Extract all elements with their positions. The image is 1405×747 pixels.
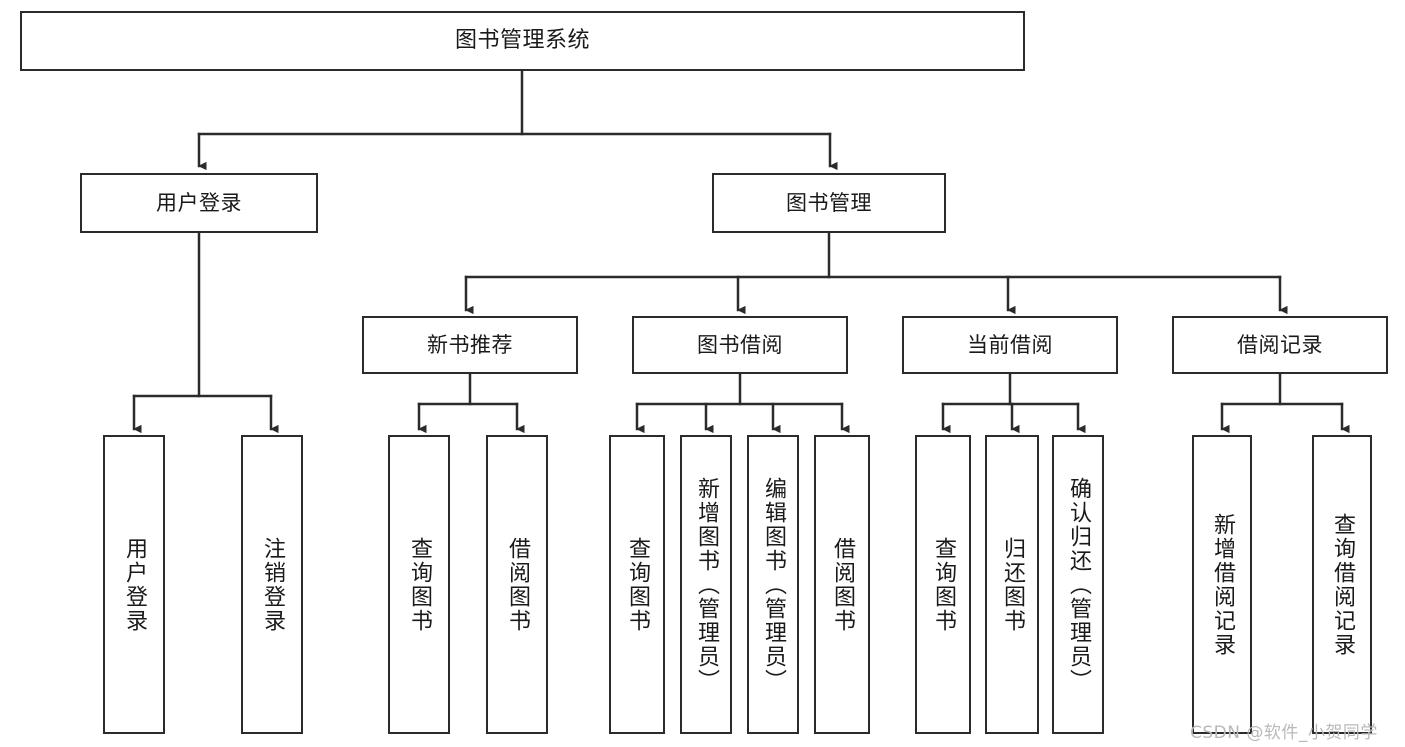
- node-user-login[interactable]: 用户登录: [80, 173, 318, 233]
- node-root[interactable]: 图书管理系统: [20, 11, 1025, 71]
- node-book-management-label: 图书管理: [786, 190, 872, 215]
- node-book-management[interactable]: 图书管理: [712, 173, 946, 233]
- node-leaf-user-login[interactable]: 用户登录: [103, 435, 165, 734]
- node-leaf-add-book-admin[interactable]: 新增图书（管理员）: [680, 435, 732, 734]
- node-leaf-user-logout[interactable]: 注销登录: [241, 435, 303, 734]
- node-leaf-query-books-current[interactable]: 查询图书: [915, 435, 971, 734]
- watermark-text: CSDN @软件_小贺同学: [1190, 723, 1378, 743]
- node-leaf-borrow-books-borrow[interactable]: 借阅图书: [814, 435, 870, 734]
- node-book-borrow-label: 图书借阅: [697, 332, 783, 357]
- node-user-login-label: 用户登录: [156, 190, 242, 215]
- node-book-borrow[interactable]: 图书借阅: [632, 316, 848, 374]
- node-leaf-query-books-borrow-label: 查询图书: [624, 536, 650, 633]
- node-leaf-return-books[interactable]: 归还图书: [985, 435, 1039, 734]
- node-current-borrow[interactable]: 当前借阅: [902, 316, 1118, 374]
- node-leaf-add-book-admin-label: 新增图书（管理员）: [693, 476, 719, 693]
- node-leaf-return-books-label: 归还图书: [999, 536, 1025, 633]
- node-leaf-borrow-books-borrow-label: 借阅图书: [829, 536, 855, 633]
- node-leaf-confirm-return-admin[interactable]: 确认归还（管理员）: [1052, 435, 1104, 734]
- node-leaf-edit-book-admin[interactable]: 编辑图书（管理员）: [747, 435, 799, 734]
- node-root-label: 图书管理系统: [454, 28, 590, 54]
- node-leaf-borrow-books-recommend-label: 借阅图书: [504, 536, 530, 633]
- node-borrow-record[interactable]: 借阅记录: [1172, 316, 1388, 374]
- node-leaf-query-books-recommend-label: 查询图书: [406, 536, 432, 633]
- node-borrow-record-label: 借阅记录: [1237, 332, 1323, 357]
- node-leaf-edit-book-admin-label: 编辑图书（管理员）: [760, 476, 786, 693]
- node-leaf-query-books-current-label: 查询图书: [930, 536, 956, 633]
- node-new-book-recommend-label: 新书推荐: [427, 332, 513, 357]
- node-leaf-user-login-label: 用户登录: [121, 536, 147, 633]
- node-leaf-confirm-return-admin-label: 确认归还（管理员）: [1065, 476, 1091, 693]
- node-leaf-add-borrow-record[interactable]: 新增借阅记录: [1192, 435, 1252, 734]
- node-leaf-user-logout-label: 注销登录: [259, 536, 285, 633]
- node-leaf-query-books-borrow[interactable]: 查询图书: [609, 435, 665, 734]
- node-leaf-add-borrow-record-label: 新增借阅记录: [1209, 512, 1235, 657]
- node-leaf-query-borrow-record-label: 查询借阅记录: [1329, 512, 1355, 657]
- node-new-book-recommend[interactable]: 新书推荐: [362, 316, 578, 374]
- node-leaf-query-books-recommend[interactable]: 查询图书: [388, 435, 450, 734]
- node-current-borrow-label: 当前借阅: [967, 332, 1053, 357]
- node-leaf-borrow-books-recommend[interactable]: 借阅图书: [486, 435, 548, 734]
- node-leaf-query-borrow-record[interactable]: 查询借阅记录: [1312, 435, 1372, 734]
